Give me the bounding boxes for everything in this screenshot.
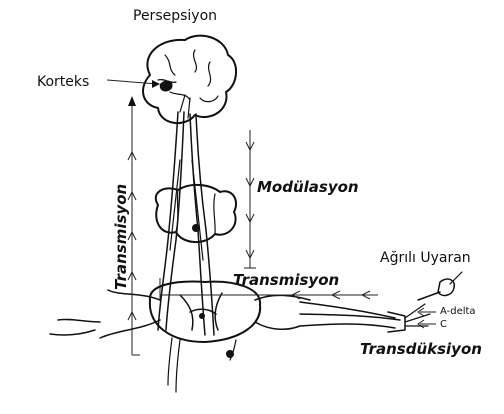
cortex-label: Korteks (37, 74, 89, 90)
brain-illustration (143, 36, 236, 123)
modulation-vertical-arrow (244, 130, 256, 268)
cortex-pointer (107, 80, 160, 88)
transduction-label: Transdüksiyon (360, 340, 482, 358)
transmission-vertical-label: Transmisyon (112, 184, 130, 290)
peripheral-nerve (300, 302, 430, 332)
noxious-stimulus-label: Ağrılı Uyaran (380, 250, 471, 266)
a-delta-label: A-delta (440, 306, 476, 317)
c-fiber-label: C (440, 319, 447, 330)
spinal-cord-section (50, 282, 310, 392)
transmission-horizontal-label: Transmisyon (233, 271, 339, 289)
perception-label: Persepsiyon (133, 8, 217, 24)
modulation-label: Modülasyon (257, 178, 359, 196)
noxious-stimulus-icon (418, 272, 462, 300)
fiber-label-pointers (418, 308, 436, 328)
